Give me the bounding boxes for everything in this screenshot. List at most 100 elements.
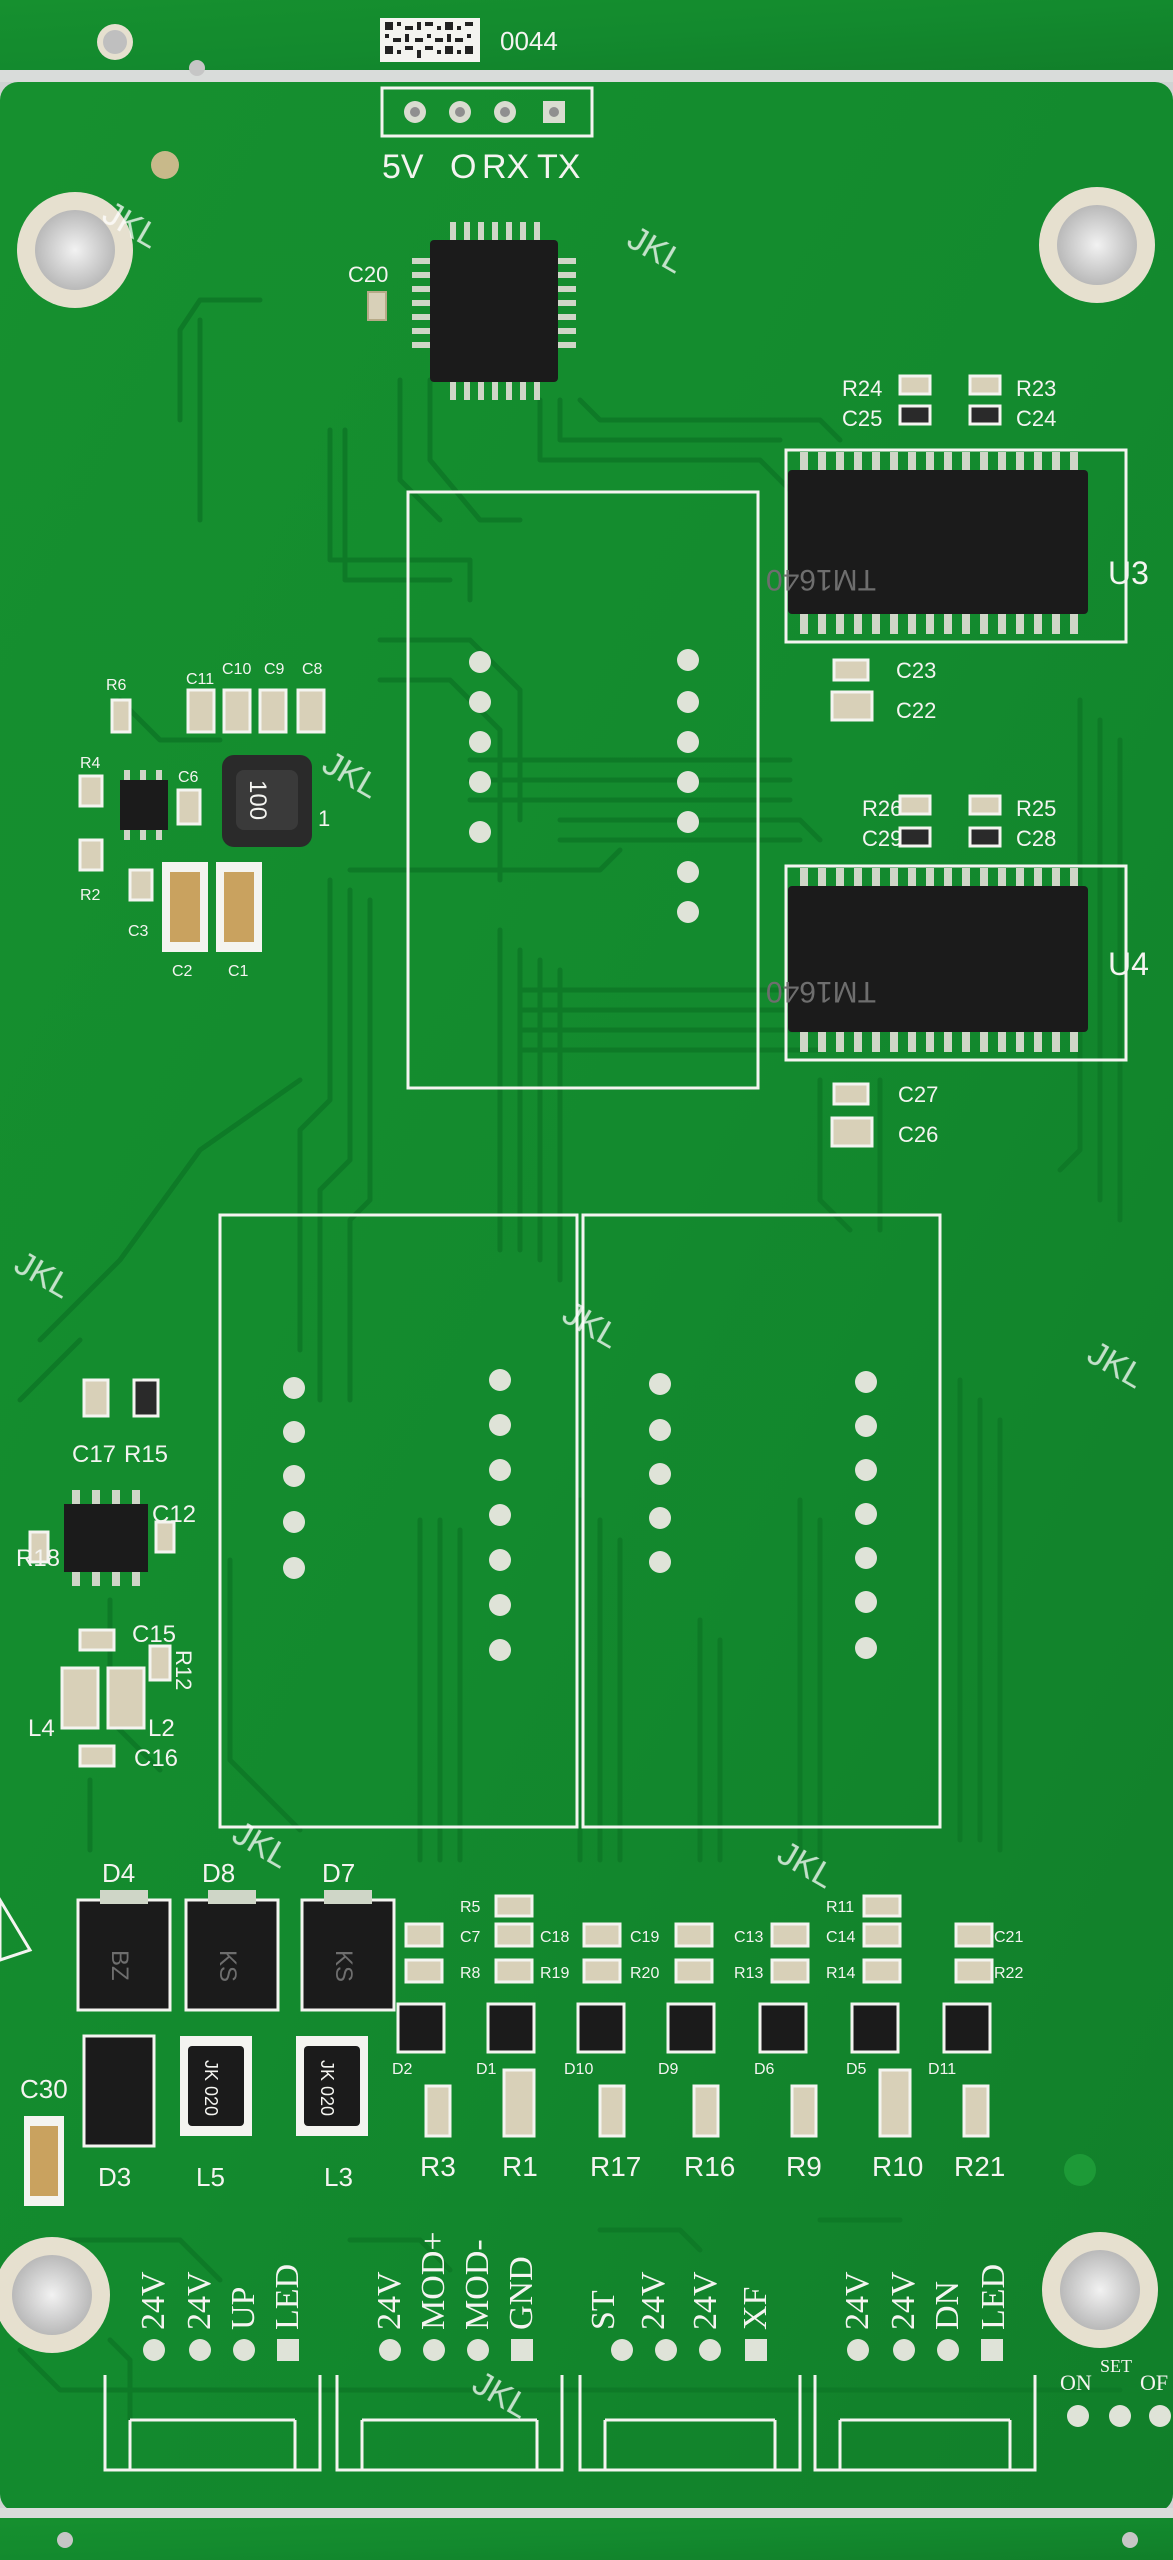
label-r4: R4	[80, 755, 101, 772]
conn3-label-4: XF	[737, 2287, 774, 2330]
label-c6: C6	[178, 769, 199, 786]
switch-label-of: OF	[1140, 2370, 1168, 2395]
u4-chip	[784, 864, 1128, 1062]
copper-traces	[17, 297, 1123, 2423]
label-r3: R3	[420, 2151, 456, 2182]
label-d7: D7	[322, 1858, 355, 1888]
label-r23: R23	[1016, 376, 1056, 401]
label-d9: D9	[658, 2061, 679, 2078]
label-c16: C16	[134, 1745, 178, 1772]
u3-chip	[784, 448, 1128, 644]
c20-part	[367, 291, 387, 321]
switch-label-set: SET	[1100, 2356, 1132, 2376]
label-d10: D10	[564, 2061, 593, 2078]
label-d5: D5	[846, 2061, 867, 2078]
conn2-label-1: 24V	[371, 2271, 408, 2330]
label-r10: R10	[872, 2151, 923, 2182]
smd-parts-right	[830, 374, 1002, 1148]
label-r19: R19	[540, 1965, 569, 1982]
label-r17: R17	[590, 2151, 641, 2182]
label-c1: C1	[228, 963, 249, 980]
board-body	[0, 82, 1173, 2512]
label-c27: C27	[898, 1082, 938, 1107]
connector-pads	[143, 2339, 1171, 2427]
fuse-marking-1: JK 020	[201, 2060, 221, 2116]
header-label-5v: 5V	[382, 148, 424, 186]
label-c8: C8	[302, 661, 323, 678]
label-r11: R11	[826, 1899, 854, 1916]
label-l3: L3	[324, 2162, 353, 2192]
conn2-label-4: GND	[503, 2256, 540, 2330]
conn3-label-2: 24V	[635, 2271, 672, 2330]
u3-label: U3	[1108, 555, 1149, 591]
display-pads	[283, 649, 877, 1661]
label-c10: C10	[222, 661, 251, 678]
board-code: 0044	[500, 26, 558, 56]
label-c9: C9	[264, 661, 285, 678]
label-r8: R8	[460, 1965, 481, 1982]
switch-label-on: ON	[1060, 2370, 1092, 2395]
u4-marking: TM1640	[766, 975, 876, 1008]
label-d6: D6	[754, 2061, 775, 2078]
label-c11: C11	[186, 671, 214, 688]
label-d1: D1	[476, 2061, 497, 2078]
conn4-label-1: 24V	[839, 2271, 876, 2330]
label-d3: D3	[98, 2162, 131, 2192]
label-r26: R26	[862, 796, 902, 821]
label-r25: R25	[1016, 796, 1056, 821]
top-rail	[0, 0, 1173, 70]
label-c13: C13	[734, 1929, 763, 1946]
label-d2: D2	[392, 2061, 413, 2078]
conn1-label-4: LED	[269, 2264, 306, 2330]
label-d4: D4	[102, 1858, 135, 1888]
u3-marking: TM1640	[766, 563, 876, 596]
label-r13: R13	[734, 1965, 763, 1982]
conn3-label-1: ST	[585, 2290, 622, 2330]
label-c18: C18	[540, 1929, 569, 1946]
diode-marking-2: KS	[214, 1950, 241, 1982]
diode-marking-1: BZ	[106, 1950, 133, 1981]
label-d8: D8	[202, 1858, 235, 1888]
u4-label: U4	[1108, 946, 1149, 982]
label-r20: R20	[630, 1965, 659, 1982]
label-r14: R14	[826, 1965, 855, 1982]
label-c25: C25	[842, 406, 882, 431]
label-c15: C15	[132, 1621, 176, 1648]
conn2-label-2: MOD+	[415, 2231, 452, 2330]
conn3-label-3: 24V	[687, 2271, 724, 2330]
left-mid-section	[28, 1378, 176, 1768]
conn1-label-2: 24V	[181, 2271, 218, 2330]
header-top	[380, 86, 594, 138]
label-r9: R9	[786, 2151, 822, 2182]
label-r1: R1	[502, 2151, 538, 2182]
header-label-rx: RX	[482, 148, 529, 186]
conn1-label-1: 24V	[135, 2271, 172, 2330]
label-c30: C30	[20, 2074, 68, 2104]
inductor-ref: 1	[318, 806, 330, 831]
display-frames	[103, 490, 1037, 2472]
fuse-marking-2: JK 020	[317, 2060, 337, 2116]
label-r2: R2	[80, 887, 101, 904]
inductor-marking: 100	[244, 780, 271, 820]
label-l2: L2	[148, 1715, 175, 1742]
label-r5: R5	[460, 1899, 481, 1916]
label-r22: R22	[994, 1965, 1023, 1982]
label-r24: R24	[842, 376, 882, 401]
label-c7: C7	[460, 1929, 481, 1946]
label-c20: C20	[348, 262, 388, 287]
label-c14: C14	[826, 1929, 855, 1946]
label-l5: L5	[196, 2162, 225, 2192]
label-r15: R15	[124, 1441, 168, 1468]
diode-marking-3: KS	[330, 1950, 357, 1982]
header-label-o: O	[450, 148, 476, 186]
bottom-rail	[0, 2518, 1173, 2560]
qr-code	[380, 18, 480, 62]
mcu-chip	[412, 222, 576, 400]
label-c17: C17	[72, 1441, 116, 1468]
conn1-label-3: UP	[225, 2287, 262, 2330]
label-l4: L4	[28, 1715, 55, 1742]
header-label-tx: TX	[537, 148, 580, 186]
conn4-label-2: 24V	[885, 2271, 922, 2330]
label-c29: C29	[862, 826, 902, 851]
